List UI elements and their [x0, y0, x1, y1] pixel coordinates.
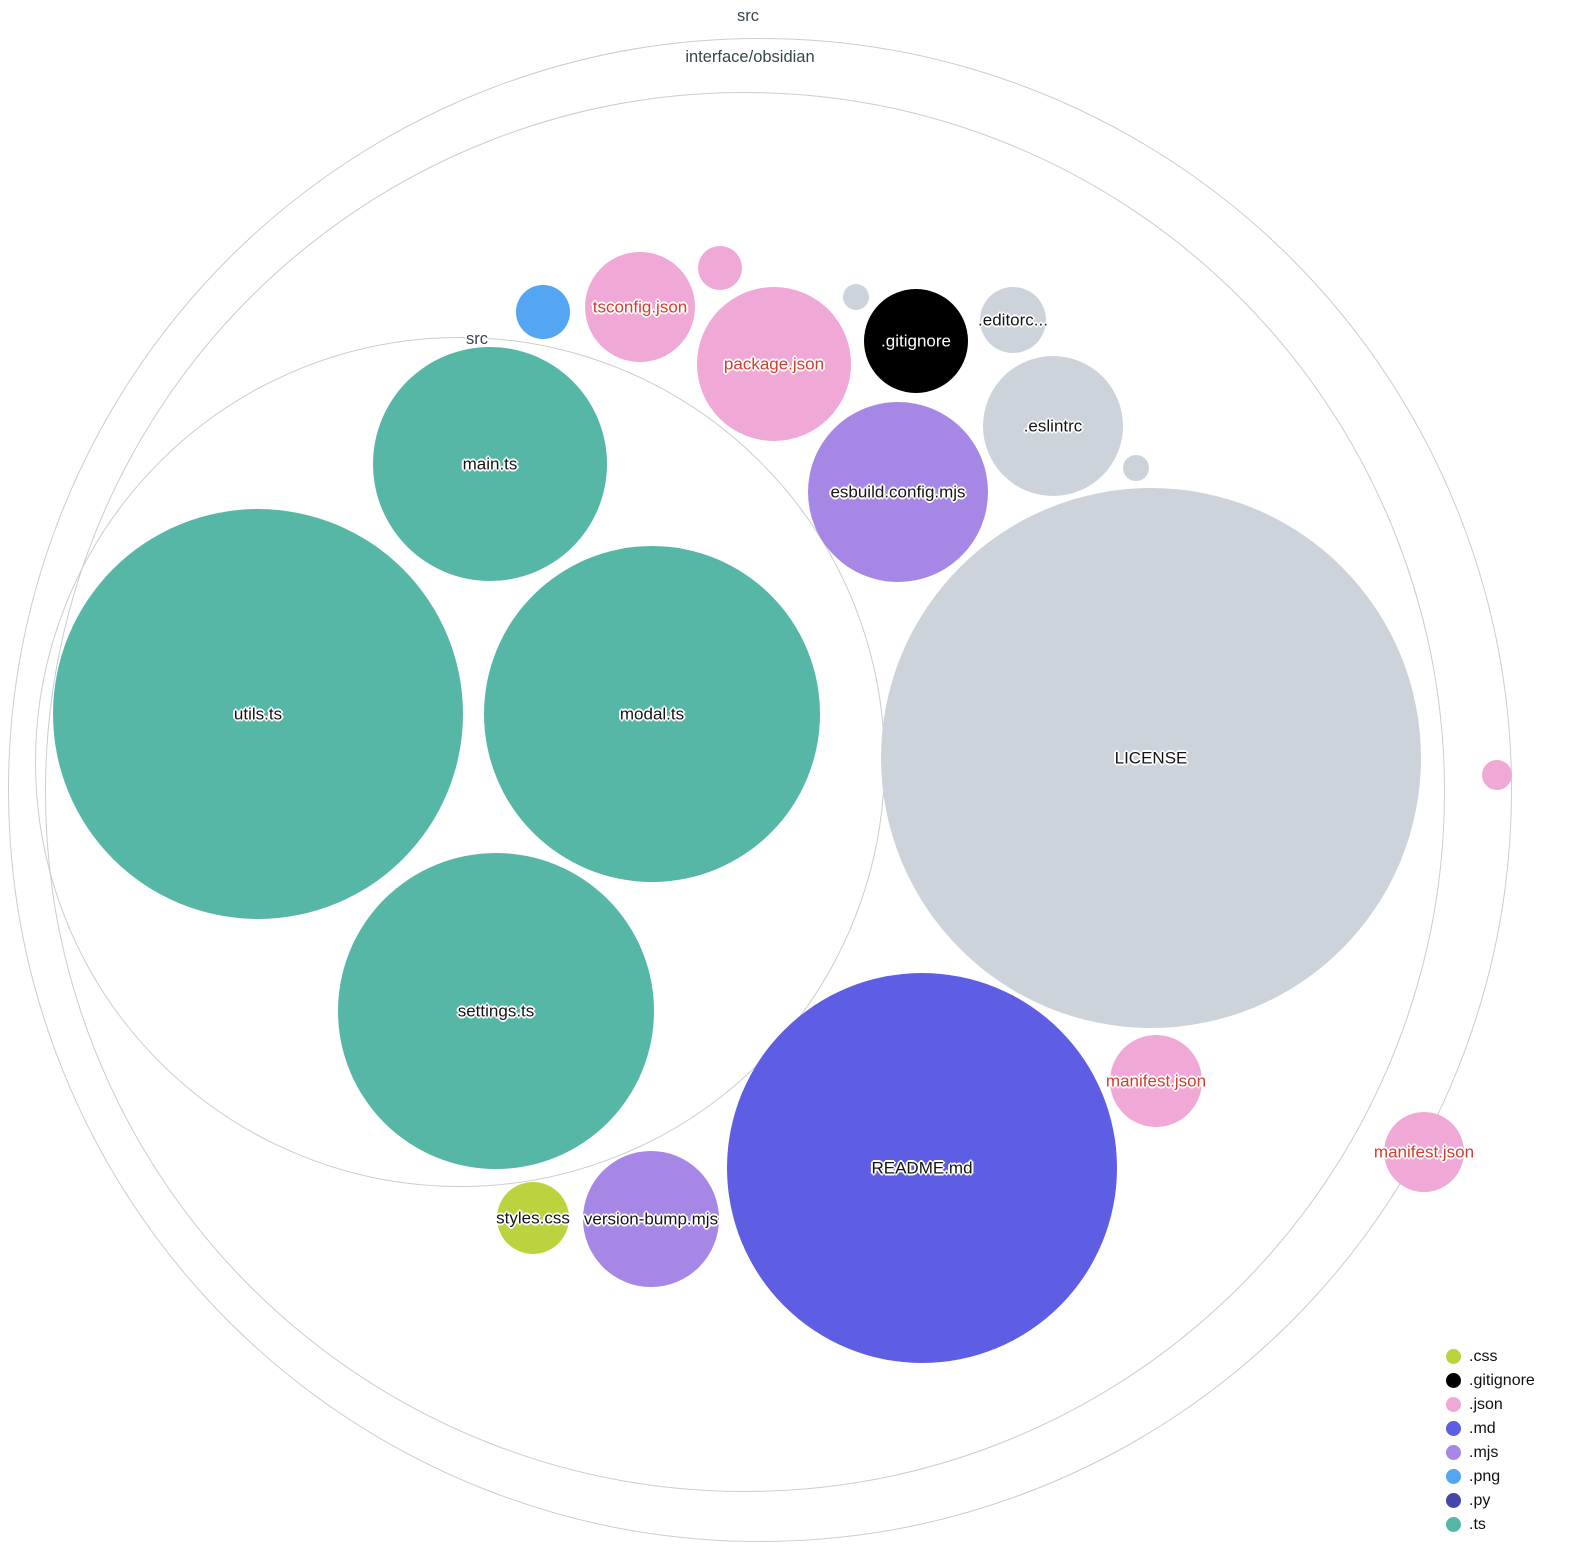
legend-label-mjs: .mjs: [1469, 1443, 1499, 1461]
legend-label-gitignore: .gitignore: [1469, 1371, 1535, 1389]
label-tsconfig-json: tsconfig.json: [592, 297, 688, 317]
file-bubble-png-file[interactable]: [516, 285, 570, 339]
legend-label-md: .md: [1469, 1419, 1496, 1437]
file-bubble-json-small-right[interactable]: [1482, 760, 1512, 790]
folder-circle-root-src: [8, 38, 1512, 1542]
label-modal-ts: modal.ts: [619, 704, 685, 724]
label-main-ts: main.ts: [462, 454, 518, 474]
label-license: LICENSE: [1114, 748, 1188, 768]
label-settings-ts: settings.ts: [457, 1001, 535, 1021]
legend-label-css: .css: [1469, 1347, 1498, 1365]
file-bubble-license[interactable]: [881, 488, 1421, 1028]
label-gitignore: .gitignore: [881, 331, 951, 351]
file-bubble-readme-md[interactable]: [727, 973, 1117, 1363]
label-utils-ts: utils.ts: [233, 704, 283, 724]
legend-item-md: .md: [1446, 1419, 1535, 1437]
legend-swatch-css: [1446, 1349, 1461, 1364]
legend-item-ts: .ts: [1446, 1515, 1535, 1533]
file-bubble-json-small-top[interactable]: [698, 246, 742, 290]
file-bubble-gitignore[interactable]: [864, 289, 968, 393]
legend-swatch-ts: [1446, 1517, 1461, 1532]
legend-swatch-mjs: [1446, 1445, 1461, 1460]
label-src: src: [466, 329, 488, 348]
label-interface-obsidian: interface/obsidian: [685, 47, 815, 66]
file-bubble-tsconfig-json[interactable]: [585, 252, 695, 362]
label-root-src: src: [737, 6, 759, 25]
legend-item-py: .py: [1446, 1491, 1535, 1509]
file-bubble-plain-tiny[interactable]: [1123, 455, 1149, 481]
label-readme-md: README.md: [871, 1158, 973, 1178]
legend-swatch-json: [1446, 1397, 1461, 1412]
legend-label-png: .png: [1469, 1467, 1501, 1485]
legend-item-css: .css: [1446, 1347, 1535, 1365]
legend-item-gitignore: .gitignore: [1446, 1371, 1535, 1389]
legend-label-json: .json: [1469, 1395, 1503, 1413]
label-manifest-json-outer: manifest.json: [1373, 1142, 1475, 1162]
label-manifest-json: manifest.json: [1105, 1071, 1207, 1091]
legend-swatch-png: [1446, 1469, 1461, 1484]
file-bubble-main-ts[interactable]: [373, 347, 607, 581]
legend-label-ts: .ts: [1469, 1515, 1486, 1533]
file-bubble-esbuild-config-mjs[interactable]: [808, 402, 988, 582]
label-eslintrc: .eslintrc: [1023, 416, 1083, 436]
file-bubble-modal-ts[interactable]: [484, 546, 820, 882]
legend-label-py: .py: [1469, 1491, 1491, 1509]
file-bubble-settings-ts[interactable]: [338, 853, 654, 1169]
file-bubble-manifest-json[interactable]: [1110, 1035, 1202, 1127]
legend-swatch-md: [1446, 1421, 1461, 1436]
file-bubble-styles-css[interactable]: [497, 1182, 569, 1254]
file-bubble-editorconfig[interactable]: [980, 287, 1046, 353]
file-bubble-package-json[interactable]: [697, 287, 851, 441]
legend-swatch-py: [1446, 1493, 1461, 1508]
label-esbuild-config-mjs: esbuild.config.mjs: [830, 482, 966, 502]
label-editorconfig: .editorc...: [978, 310, 1048, 330]
file-bubble-manifest-json-outer[interactable]: [1384, 1112, 1464, 1192]
legend-item-mjs: .mjs: [1446, 1443, 1535, 1461]
file-bubble-utils-ts[interactable]: [53, 509, 463, 919]
legend-item-png: .png: [1446, 1467, 1535, 1485]
label-styles-css: styles.css: [496, 1208, 570, 1228]
legend: .css .gitignore .json .md .mjs .png .py: [1446, 1347, 1535, 1533]
legend-swatch-gitignore: [1446, 1373, 1461, 1388]
file-bubble-plain-small-top[interactable]: [843, 284, 869, 310]
file-bubble-eslintrc[interactable]: [983, 356, 1123, 496]
label-version-bump-mjs: version-bump.mjs: [583, 1209, 719, 1229]
file-bubble-version-bump-mjs[interactable]: [583, 1151, 719, 1287]
label-package-json: package.json: [723, 354, 825, 374]
legend-item-json: .json: [1446, 1395, 1535, 1413]
